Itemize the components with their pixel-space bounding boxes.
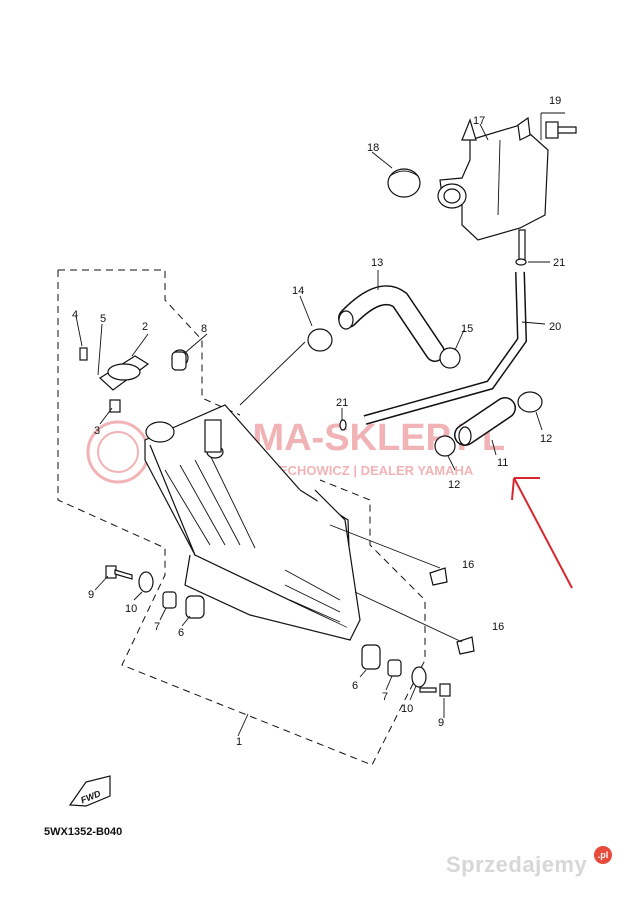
screws-16 [429,567,475,655]
watermark-sub: WYPRZECHOWICZ | DEALER YAMAHA [232,463,474,478]
callout-1: 1 [236,736,242,748]
coolant-reservoir [437,116,549,261]
callout-19: 19 [549,95,561,107]
site-brand: Sprzedajemy [446,852,588,877]
callout-16a: 16 [462,559,474,571]
callout-5: 5 [100,313,106,325]
callout-9b: 9 [438,717,444,729]
hose-11 [454,397,516,446]
callout-14: 14 [292,285,304,297]
red-pointer-arrow [511,477,573,589]
callout-15: 15 [461,323,473,335]
callout-12b: 12 [540,433,552,445]
callout-18: 18 [367,142,379,154]
callout-21a: 21 [336,397,348,409]
callout-8: 8 [201,323,207,335]
callout-12a: 12 [448,479,460,491]
callout-11: 11 [497,457,508,469]
callout-labels: 1 2 3 4 5 6 6 7 7 8 9 9 10 10 11 12 12 1… [72,95,565,748]
cap-18 [387,168,421,198]
callout-16b: 16 [492,621,504,633]
callout-4: 4 [72,309,78,321]
callout-3: 3 [94,425,100,437]
callout-2: 2 [142,321,148,333]
radiator-body [144,404,361,641]
leader-lines [75,123,550,737]
callout-7a: 7 [154,621,160,633]
callout-21b: 21 [553,257,565,269]
hose-13 [338,285,445,362]
callout-13: 13 [371,257,383,269]
bolt-19 [540,112,577,140]
callout-20: 20 [549,321,561,333]
radiator-cap [79,347,150,413]
callout-6b: 6 [352,680,358,692]
callout-9a: 9 [88,589,94,601]
fwd-direction-arrow: FWD [68,775,111,807]
assembly-outline [57,269,426,766]
diagram-code: 5WX1352-B040 [44,826,123,838]
hose-20 [363,271,528,425]
site-brand-suffix: .pl [594,846,612,864]
callout-6a: 6 [178,627,184,639]
callout-7b: 7 [382,691,388,703]
mounting-hardware [105,351,451,697]
callout-10b: 10 [401,703,413,715]
callout-17: 17 [473,115,485,127]
callout-10a: 10 [125,603,137,615]
